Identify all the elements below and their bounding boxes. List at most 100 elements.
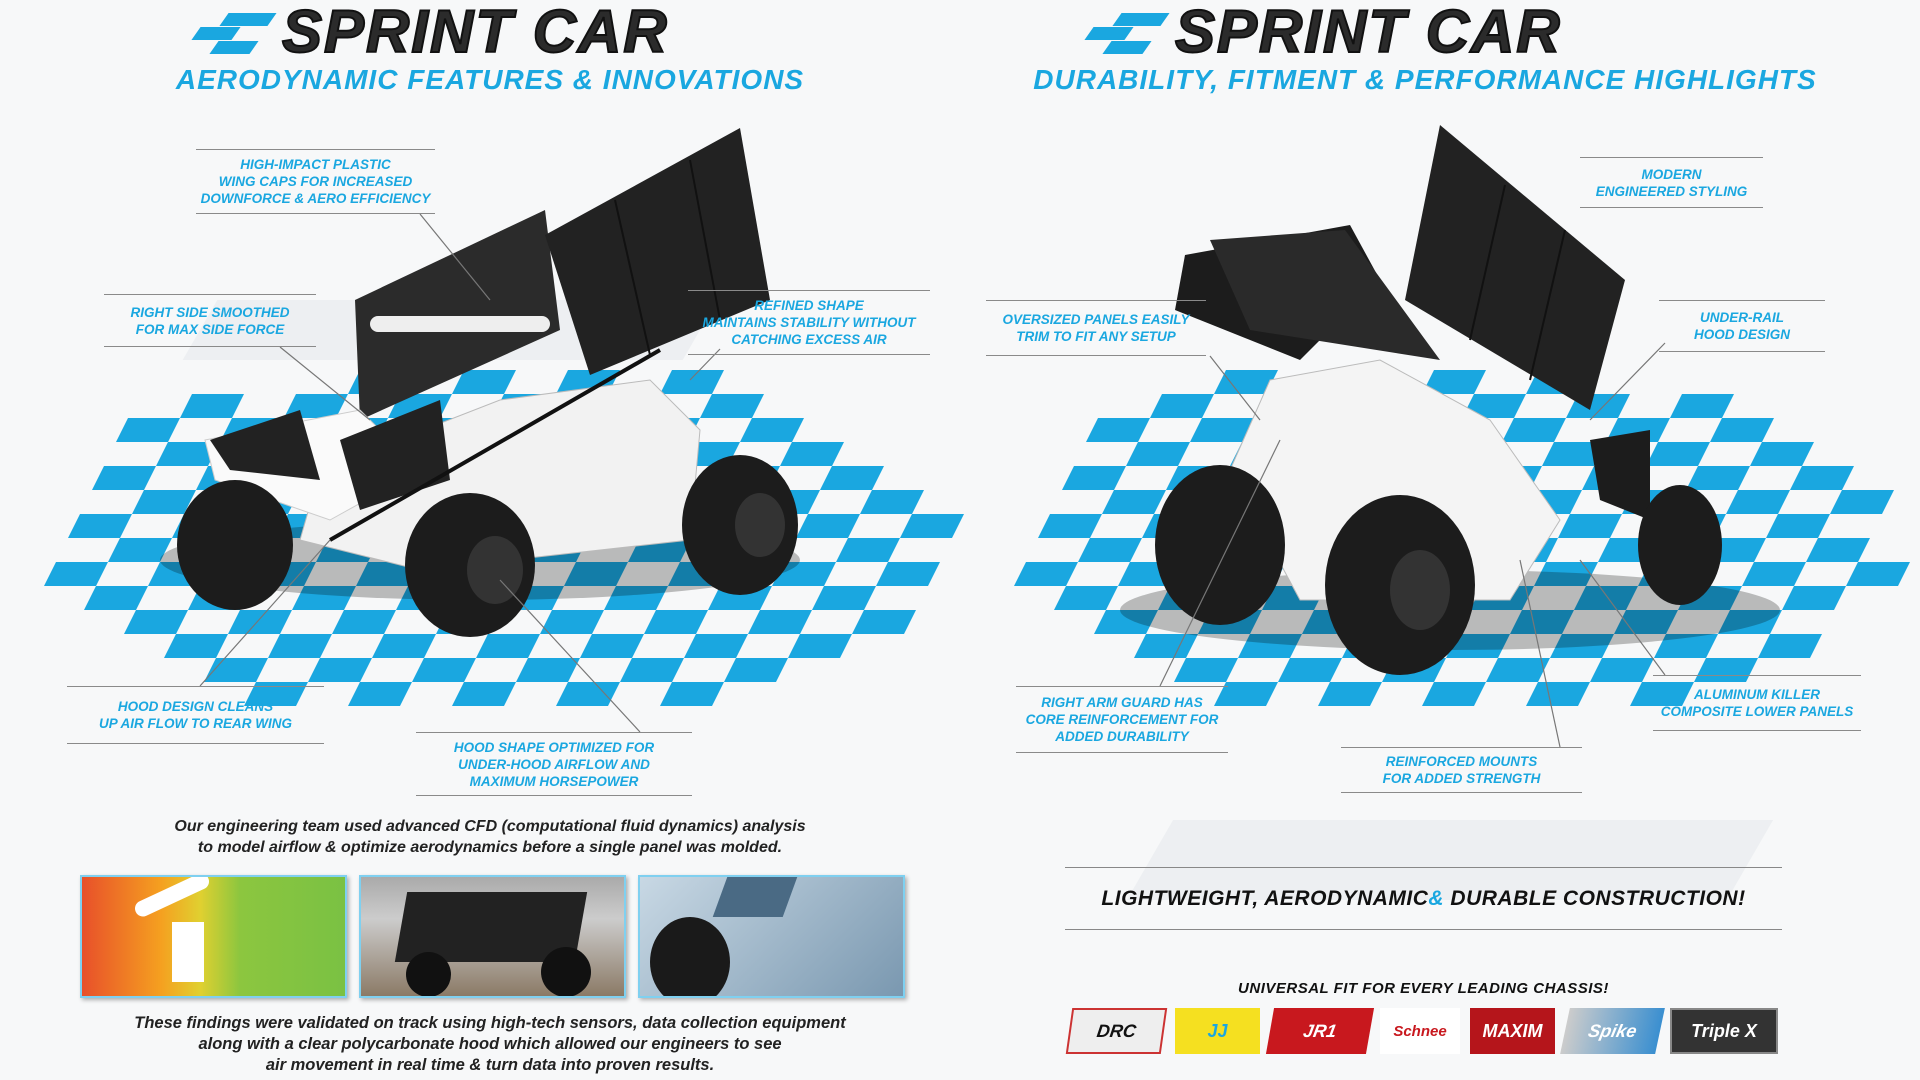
- checker-tile: [1686, 466, 1750, 490]
- checker-tile: [1622, 490, 1686, 514]
- checker-tile: [252, 562, 316, 586]
- checker-tile: [236, 490, 300, 514]
- checker-tile: [1718, 610, 1782, 634]
- checker-tile: [1806, 538, 1870, 562]
- checker-tile: [1310, 490, 1374, 514]
- checker-tile: [1678, 586, 1742, 610]
- checker-tile: [1598, 538, 1662, 562]
- callout-under-rail: UNDER-RAIL HOOD DESIGN: [1659, 300, 1825, 352]
- logo-drc: DRC: [1065, 1008, 1168, 1054]
- checker-tile: [1286, 538, 1350, 562]
- checker-tile: [1742, 562, 1806, 586]
- checker-tile: [644, 610, 708, 634]
- checker-tile: [196, 466, 260, 490]
- checker-tile: [660, 370, 724, 394]
- checker-tile: [1142, 514, 1206, 538]
- checker-tile: [356, 562, 420, 586]
- checker-tile: [444, 490, 508, 514]
- checker-tile: [468, 442, 532, 466]
- checker-tile: [1118, 562, 1182, 586]
- checker-tile: [1374, 466, 1438, 490]
- checker-tile: [172, 514, 236, 538]
- checker-tile: [852, 610, 916, 634]
- callout-leader-lines: [199, 213, 1666, 748]
- checker-tile: [1526, 370, 1590, 394]
- checker-tile: [1582, 466, 1646, 490]
- checker-tile: [1534, 562, 1598, 586]
- checker-tile: [1502, 418, 1566, 442]
- left-subtitle: AERODYNAMIC FEATURES & INNOVATIONS: [175, 64, 805, 95]
- checker-tile: [1190, 418, 1254, 442]
- checker-tile: [260, 442, 324, 466]
- checker-tile: [396, 586, 460, 610]
- checker-tile: [1054, 586, 1118, 610]
- checker-tile: [1510, 610, 1574, 634]
- checker-tile: [812, 586, 876, 610]
- left-title: SPRINT CAR: [184, 1, 669, 63]
- checker-tile: [588, 514, 652, 538]
- cfd-analysis-image: [80, 875, 347, 998]
- logo-schnee: Schnee: [1380, 1008, 1460, 1054]
- checker-tile: [1262, 586, 1326, 610]
- tagline-amp: &: [1428, 886, 1445, 910]
- checker-tile: [708, 586, 772, 610]
- cad-model-image: [638, 875, 905, 998]
- checker-tile: [284, 394, 348, 418]
- checker-tile: [748, 610, 812, 634]
- checker-tile: [1294, 418, 1358, 442]
- checker-tile: [148, 562, 212, 586]
- checker-tile: [308, 658, 372, 682]
- checker-tile: [1398, 418, 1462, 442]
- checker-tile: [316, 538, 380, 562]
- checker-tile: [132, 490, 196, 514]
- checker-tile: [1038, 514, 1102, 538]
- checker-tile: [180, 394, 244, 418]
- checker-tile: [1158, 586, 1222, 610]
- checker-tile: [548, 490, 612, 514]
- checker-tile: [460, 562, 524, 586]
- checker-tile: [268, 634, 332, 658]
- checker-tile: [516, 658, 580, 682]
- checker-tile: [572, 442, 636, 466]
- checker-tile: [1254, 394, 1318, 418]
- tagline-part: LIGHTWEIGHT, AERODYNAMIC: [1101, 886, 1429, 910]
- checker-tile: [1438, 442, 1502, 466]
- checker-tile: [1446, 634, 1510, 658]
- right-checker-pattern: [1014, 370, 1910, 706]
- checker-tile: [1646, 442, 1710, 466]
- checker-tile: [404, 466, 468, 490]
- checker-tile: [604, 586, 668, 610]
- checker-tile: [556, 370, 620, 394]
- checker-tile: [1486, 658, 1550, 682]
- checker-tile: [1566, 394, 1630, 418]
- checker-tile: [84, 586, 148, 610]
- checker-tile: [1638, 562, 1702, 586]
- checker-tile: [620, 658, 684, 682]
- checker-tile: [1302, 610, 1366, 634]
- checker-tile: [1550, 634, 1614, 658]
- checker-tile: [564, 562, 628, 586]
- checker-tile: [1238, 634, 1302, 658]
- checker-tile: [1526, 682, 1590, 706]
- checker-tile: [452, 370, 516, 394]
- checker-tile: [348, 682, 412, 706]
- checker-tile: [380, 514, 444, 538]
- checker-tile: [836, 538, 900, 562]
- logo-spike: Spike: [1560, 1008, 1665, 1054]
- checker-tile: [1086, 418, 1150, 442]
- checker-tile: [1318, 682, 1382, 706]
- checker-tile: [428, 418, 492, 442]
- checker-tile: [44, 562, 108, 586]
- checker-tile: [116, 418, 180, 442]
- callout-wing-caps: HIGH-IMPACT PLASTIC WING CAPS FOR INCREA…: [196, 149, 435, 214]
- checker-tile: [1430, 562, 1494, 586]
- checker-tile: [780, 442, 844, 466]
- checker-tile: [1406, 610, 1470, 634]
- checker-tile: [292, 586, 356, 610]
- checker-tile: [220, 418, 284, 442]
- checker-tile: [668, 562, 732, 586]
- right-title: SPRINT CAR: [1077, 1, 1562, 63]
- checker-tile: [860, 490, 924, 514]
- checker-tile: [1326, 562, 1390, 586]
- checker-tile: [1574, 586, 1638, 610]
